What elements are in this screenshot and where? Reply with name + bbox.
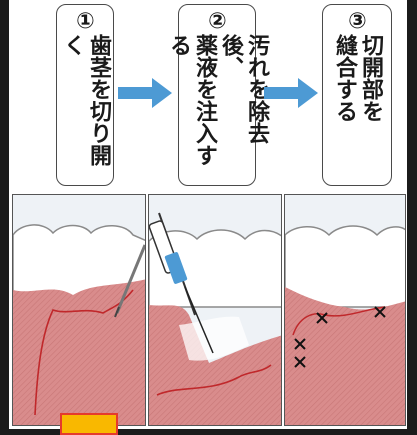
suture-illustration [285,195,406,426]
step-3-number: ③ [344,9,370,34]
arrow-right-icon [118,76,172,110]
panel-injection [148,194,282,426]
panel-suture [284,194,406,426]
right-border [407,0,417,435]
panel-incision [12,194,146,426]
step-1-label: 歯茎を切り開く [59,34,111,181]
gum [285,287,406,426]
step-2-number: ② [204,9,230,34]
incision-illustration [13,195,146,426]
left-border [0,0,9,435]
highlight-tag [60,413,118,435]
step-1-number: ① [72,9,98,34]
gum [13,279,146,426]
step-3-label: 切開部を 縫合する [331,34,383,122]
arrow-right-icon [264,76,318,110]
step-2-label: 汚れを除去後、 薬液を注入する [165,34,269,181]
injection-illustration [149,195,282,426]
teeth [285,226,406,307]
